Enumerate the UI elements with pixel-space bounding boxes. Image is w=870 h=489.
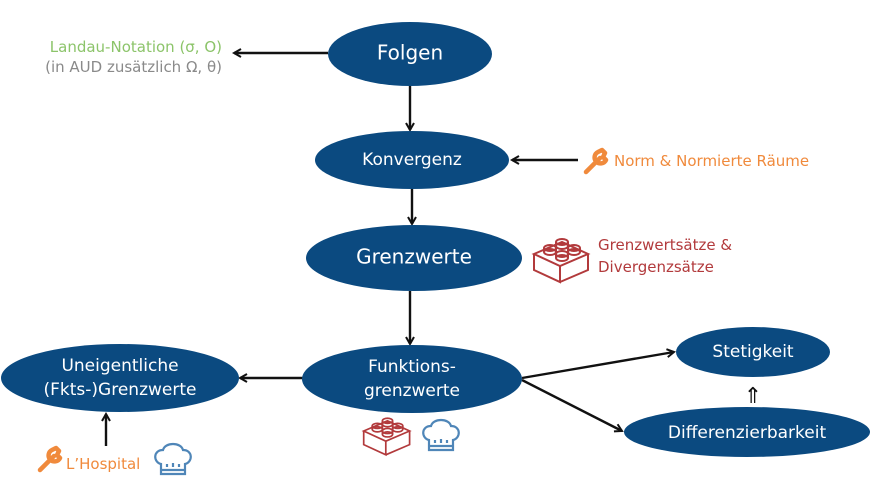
node-uneigentliche-label-2: (Fkts-)Grenzwerte (44, 380, 197, 400)
landau-note: (in AUD zusätzlich Ω, θ) (45, 58, 222, 76)
node-uneigentliche-grenzwerte: Uneigentliche (Fkts-)Grenzwerte (1, 344, 239, 412)
lhospital-label: L’Hospital (66, 455, 140, 473)
edge-funktions-stetigkeit (521, 352, 674, 380)
landau-label: Landau-Notation (σ, O) (50, 38, 222, 56)
node-uneigentliche-label-1: Uneigentliche (61, 356, 178, 376)
implies-symbol: ⇑ (744, 384, 762, 409)
wrench-icon (40, 448, 60, 470)
node-funktions-label-1: Funktions- (368, 357, 456, 377)
node-folgen: Folgen (328, 22, 492, 86)
node-stetigkeit-label: Stetigkeit (712, 342, 794, 362)
node-folgen-label: Folgen (377, 41, 443, 65)
node-differenzierbarkeit-label: Differenzierbarkeit (668, 423, 827, 443)
grenzwertsaetze-label-1: Grenzwertsätze & (598, 236, 732, 254)
grenzwertsaetze-label-2: Divergenzsätze (598, 258, 714, 276)
node-grenzwerte-label: Grenzwerte (356, 245, 472, 269)
chef-hat-icon (422, 418, 460, 452)
node-differenzierbarkeit: Differenzierbarkeit (624, 407, 870, 457)
node-konvergenz-label: Konvergenz (362, 150, 462, 170)
node-stetigkeit: Stetigkeit (676, 327, 830, 377)
node-funktions-label-2: grenzwerte (364, 381, 460, 401)
node-konvergenz: Konvergenz (315, 131, 509, 189)
edge-funktions-differenzierbarkeit (521, 378, 622, 431)
lego-brick-icon (533, 238, 589, 283)
node-grenzwerte: Grenzwerte (306, 225, 522, 291)
chef-hat-icon (154, 442, 192, 476)
lego-brick-icon (362, 417, 411, 456)
wrench-icon (586, 150, 606, 172)
norm-label: Norm & Normierte Räume (614, 152, 809, 170)
node-funktionsgrenzwerte: Funktions- grenzwerte (302, 345, 522, 413)
